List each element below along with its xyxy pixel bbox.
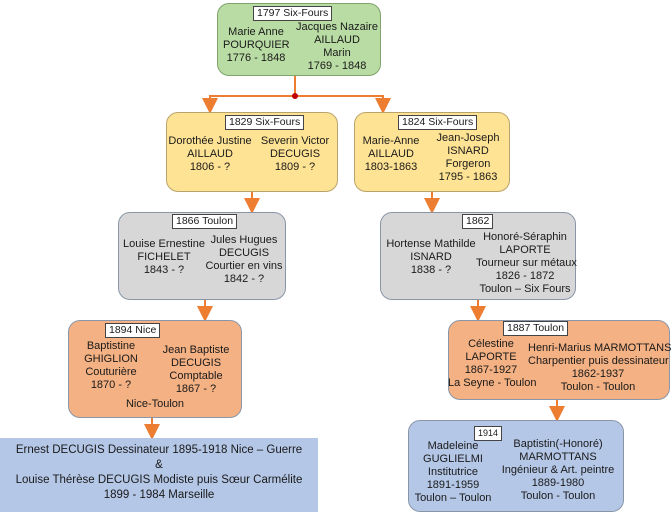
marriage-tag-gen2a: 1829 Six-Fours xyxy=(225,115,305,130)
arrow-gen1-to-gen2b xyxy=(295,95,391,114)
marriage-tag-gen2b: 1824 Six-Fours xyxy=(398,115,478,130)
marriage-tag-gen3a: 1866 Toulon xyxy=(172,214,238,229)
marriage-tag-gen1: 1797 Six-Fours xyxy=(253,6,333,21)
place-gen4a: Nice-Toulon xyxy=(125,398,185,410)
marriage-tag-gen3b: 1862 xyxy=(462,214,494,229)
marriage-tag-gen5b: 1914 xyxy=(474,426,503,441)
marriage-tag-gen4a: 1894 Nice xyxy=(105,323,161,338)
junction-dot xyxy=(292,93,298,99)
arrow-gen1-to-gen2a xyxy=(202,95,295,114)
couple-box-gen5b xyxy=(408,420,624,512)
children-text-gen5a: Ernest DECUGIS Dessinateur 1895-1918 Nic… xyxy=(15,444,303,501)
children-box-gen5a xyxy=(0,438,318,512)
marriage-tag-gen4b: 1887 Toulon xyxy=(503,321,569,336)
